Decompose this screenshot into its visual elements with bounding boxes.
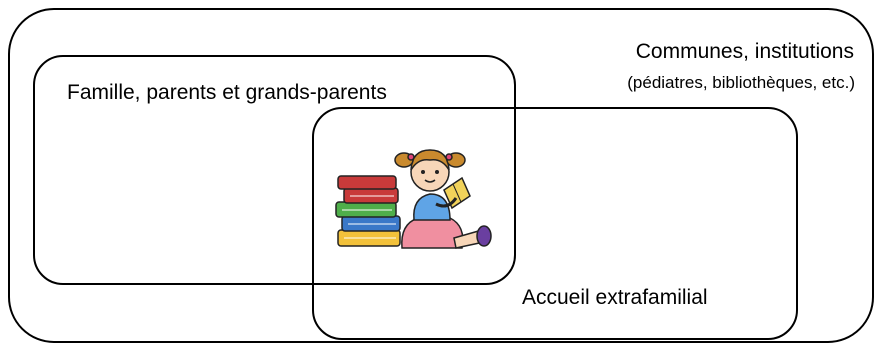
communes-subtitle: (pédiatres, bibliothèques, etc.) <box>627 73 855 92</box>
child-reading-books-icon <box>335 149 492 249</box>
books-stack-icon <box>335 175 401 247</box>
outer-region-communes <box>8 8 874 343</box>
family-label: Famille, parents et grands-parents <box>67 81 387 104</box>
communes-title: Communes, institutions <box>635 40 854 63</box>
childcare-label: Accueil extrafamilial <box>522 286 708 309</box>
family-region <box>33 55 516 285</box>
childcare-region <box>312 107 798 340</box>
girl-figure-icon <box>394 149 492 249</box>
